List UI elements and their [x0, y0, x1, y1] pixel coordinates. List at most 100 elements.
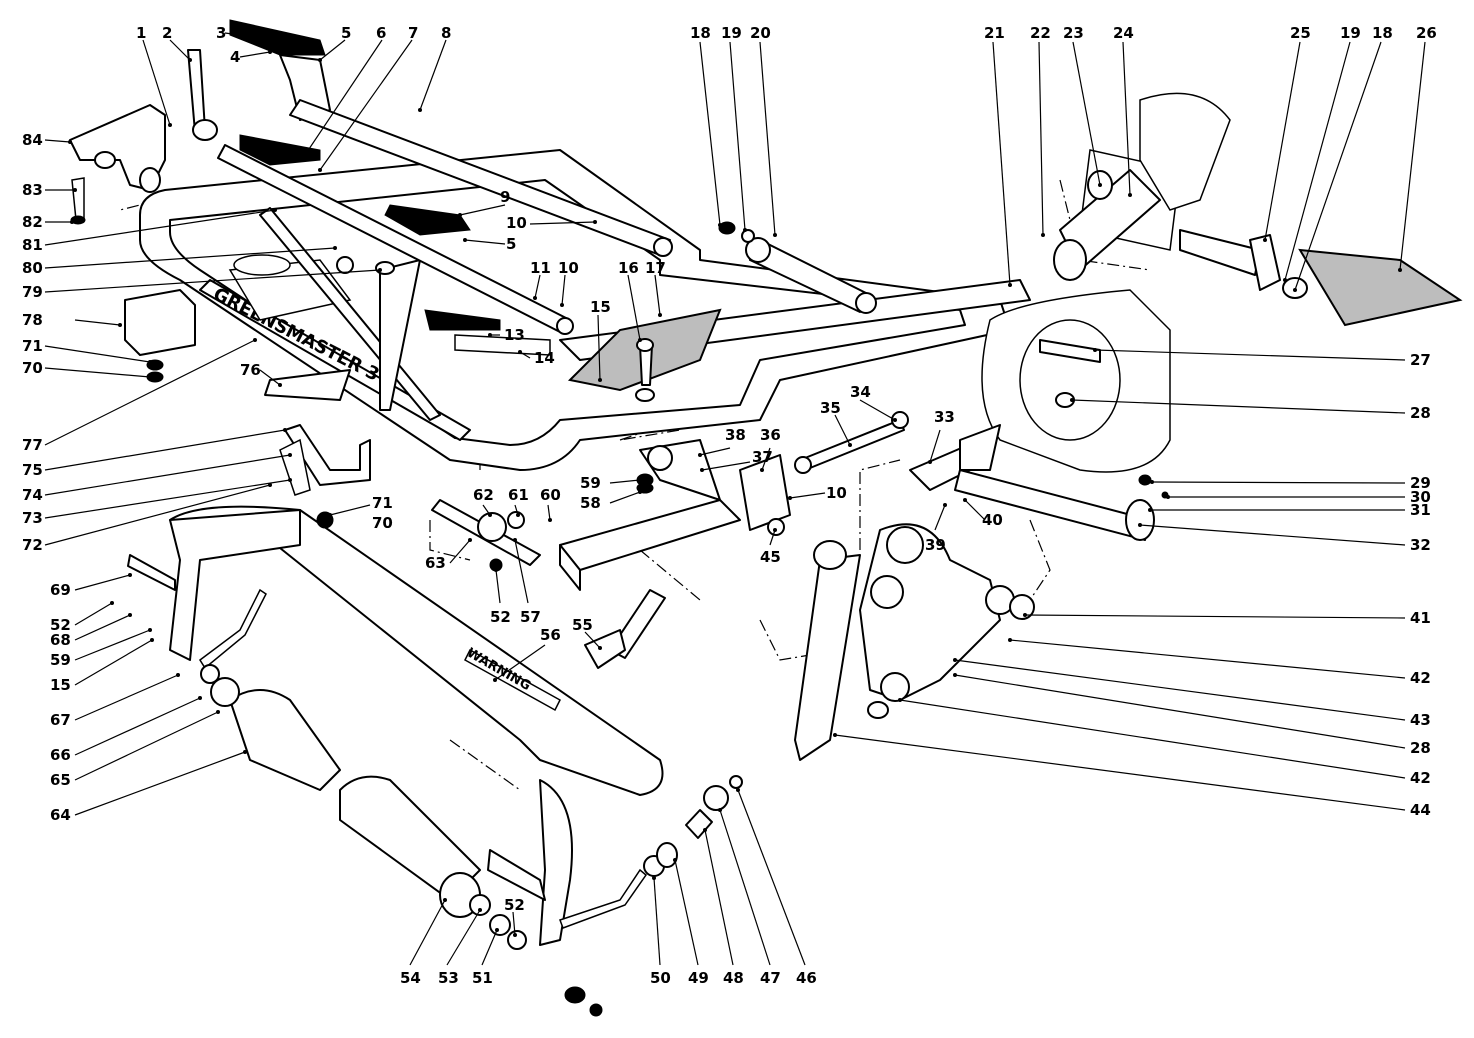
- callout-27: 27: [1410, 351, 1431, 369]
- callout-58: 58: [580, 494, 601, 512]
- callout-52: 52: [50, 616, 71, 634]
- callout-50: 50: [650, 969, 671, 987]
- guard-assembly: WARNING: [127, 505, 664, 946]
- callout-70-lower: 70: [372, 514, 393, 532]
- brand-decal-band: [199, 279, 471, 441]
- callout-22: 22: [1030, 24, 1051, 42]
- callout-8: 8: [441, 24, 451, 42]
- callout-47: 47: [760, 969, 781, 987]
- callout-35: 35: [820, 399, 841, 417]
- callout-21: 21: [984, 24, 1005, 42]
- callout-10-middle: 10: [558, 259, 579, 277]
- callout-29: 29: [1410, 474, 1431, 492]
- linkage-assembly: [431, 411, 1155, 761]
- footrest-pad: [1298, 248, 1463, 327]
- callout-10-lower: 10: [826, 484, 847, 502]
- callout-77: 77: [22, 436, 43, 454]
- rod-25: [1179, 229, 1261, 276]
- callout-30: 30: [1410, 488, 1431, 506]
- callout-9: 9: [500, 188, 510, 206]
- callout-52-lower: 52: [504, 896, 525, 914]
- callout-83: 83: [22, 181, 43, 199]
- tube-assembly-20: [718, 221, 877, 314]
- callout-76: 76: [240, 361, 261, 379]
- callout-60: 60: [540, 486, 561, 504]
- callout-80: 80: [22, 259, 43, 277]
- callout-36: 36: [760, 426, 781, 444]
- callout-57: 57: [520, 608, 541, 626]
- callout-55: 55: [572, 616, 593, 634]
- callout-41: 41: [1410, 609, 1431, 627]
- callout-31: 31: [1410, 501, 1431, 519]
- callout-71: 71: [22, 337, 43, 355]
- callout-81: 81: [22, 236, 43, 254]
- callout-72: 72: [22, 536, 43, 554]
- leader-lines: [44, 32, 1426, 966]
- callout-1: 1: [136, 24, 146, 42]
- callout-10: 10: [506, 214, 527, 232]
- roller-assembly: [200, 664, 527, 950]
- callout-6: 6: [376, 24, 386, 42]
- warning-decal-band: [464, 648, 561, 712]
- pedal-top: [229, 19, 326, 56]
- callout-48: 48: [723, 969, 744, 987]
- callout-3: 3: [216, 24, 226, 42]
- callout-19-right: 19: [1340, 24, 1361, 42]
- shaft-32: [954, 469, 1151, 541]
- main-frame: GREENSMASTER 3: [139, 149, 1463, 471]
- callout-74: 74: [22, 486, 43, 504]
- callout-42: 42: [1410, 669, 1431, 687]
- callout-28: 28: [1410, 404, 1431, 422]
- callout-5: 5: [341, 24, 351, 42]
- callout-49: 49: [688, 969, 709, 987]
- callout-61: 61: [508, 486, 529, 504]
- callout-62: 62: [473, 486, 494, 504]
- callout-15-middle: 15: [590, 298, 611, 316]
- callout-45: 45: [760, 548, 781, 566]
- callout-18: 18: [690, 24, 711, 42]
- callout-46: 46: [796, 969, 817, 987]
- callout-64: 64: [50, 806, 71, 824]
- callout-39: 39: [925, 536, 946, 554]
- callout-17: 17: [645, 259, 666, 277]
- callout-71-lower: 71: [372, 494, 393, 512]
- callout-25: 25: [1290, 24, 1311, 42]
- callout-84: 84: [22, 131, 43, 149]
- callout-40: 40: [982, 511, 1003, 529]
- callout-33: 33: [934, 408, 955, 426]
- callout-14: 14: [534, 349, 555, 367]
- callout-44: 44: [1410, 801, 1431, 819]
- callout-75: 75: [22, 461, 43, 479]
- callout-34: 34: [850, 383, 871, 401]
- callout-56: 56: [540, 626, 561, 644]
- callout-53: 53: [438, 969, 459, 987]
- callout-59-middle: 59: [580, 474, 601, 492]
- callout-37: 37: [752, 448, 773, 466]
- pedal-assembly: [69, 19, 673, 356]
- callout-32: 32: [1410, 536, 1431, 554]
- callout-2: 2: [162, 24, 172, 42]
- callout-59: 59: [50, 651, 71, 669]
- callout-82: 82: [22, 213, 43, 231]
- callout-7: 7: [408, 24, 418, 42]
- callout-67: 67: [50, 711, 71, 729]
- callout-69: 69: [50, 581, 71, 599]
- callout-51: 51: [472, 969, 493, 987]
- callout-79: 79: [22, 283, 43, 301]
- callout-38: 38: [725, 426, 746, 444]
- callout-4: 4: [230, 48, 240, 66]
- callout-15: 15: [50, 676, 71, 694]
- callout-labels: 1 2 3 4 5 6 7 8 18 19 20 21 22 23 24 25 …: [22, 24, 1437, 987]
- callout-28-lower: 28: [1410, 739, 1431, 757]
- callout-52-middle: 52: [490, 608, 511, 626]
- callout-18-right: 18: [1372, 24, 1393, 42]
- drive-housing: [981, 92, 1308, 473]
- callout-78: 78: [22, 311, 43, 329]
- callout-23: 23: [1063, 24, 1084, 42]
- bracket-36: [739, 454, 791, 531]
- callout-65: 65: [50, 771, 71, 789]
- callout-68: 68: [50, 631, 71, 649]
- callout-20: 20: [750, 24, 771, 42]
